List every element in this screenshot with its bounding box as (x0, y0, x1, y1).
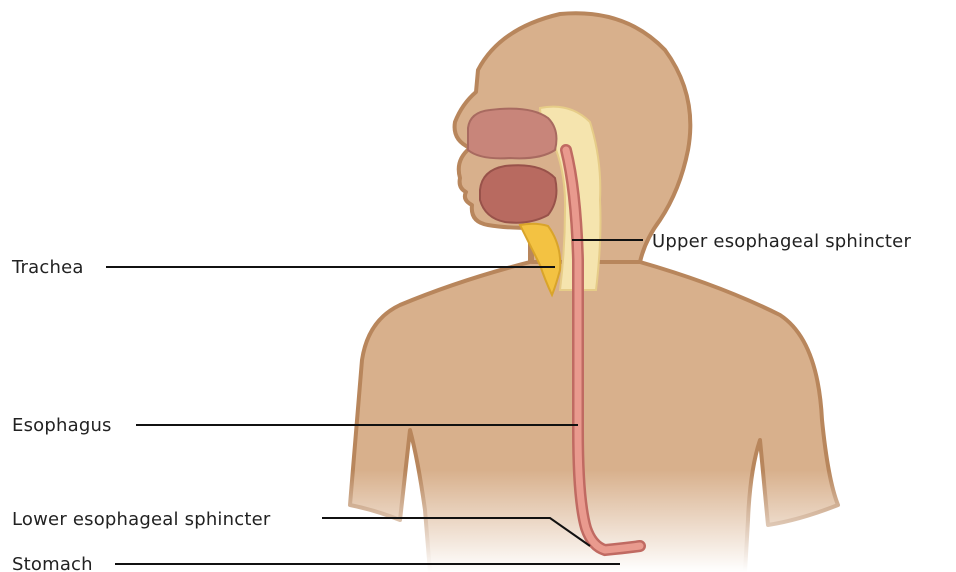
tongue-shape (480, 165, 556, 222)
stomach-label: Stomach (12, 554, 93, 572)
nasal-cavity (468, 109, 556, 159)
esophagus-label: Esophagus (12, 415, 112, 436)
trachea-label: Trachea (11, 257, 84, 278)
body-silhouette (330, 13, 850, 572)
upper-sphincter-label: Upper esophageal sphincter (652, 231, 911, 252)
lower-sphincter-label: Lower esophageal sphincter (12, 509, 271, 530)
